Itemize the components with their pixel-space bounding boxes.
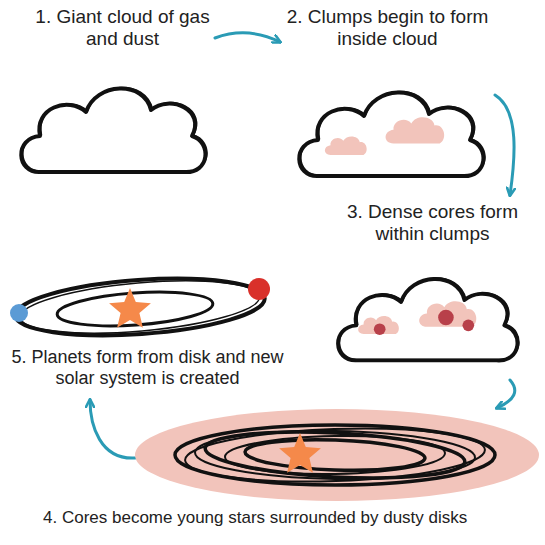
flow-arrow (495, 95, 514, 195)
step-node: 4. Cores become young stars surrounded b… (135, 408, 540, 503)
step-label: 5. Planets form from disk and new solar … (5, 347, 290, 388)
dense-core (374, 323, 386, 335)
dense-core (462, 319, 474, 331)
dusty-disk (135, 408, 540, 503)
step-label: 1. Giant cloud of gas and dust (35, 6, 210, 50)
step-node: 1. Giant cloud of gas and dust (5, 0, 215, 190)
star (109, 288, 151, 328)
planet (10, 304, 28, 322)
cloud-outline (10, 72, 210, 187)
flow-arrow (215, 33, 280, 42)
cloud-outline (327, 263, 522, 375)
flow-arrow (90, 400, 135, 458)
cloud-outline (288, 76, 488, 191)
step-node: 3. Dense cores form within clumps (325, 195, 540, 380)
gas-clump (325, 136, 367, 155)
solar-system (5, 265, 290, 345)
planet (248, 278, 270, 300)
dense-core (438, 310, 454, 326)
star (279, 433, 321, 473)
step-label: 2. Clumps begin to form inside cloud (285, 6, 490, 50)
gas-clump (386, 117, 445, 143)
flow-arrow (497, 380, 515, 408)
step-label: 3. Dense cores form within clumps (330, 201, 535, 245)
gas-clump (358, 316, 399, 334)
step-node: 5. Planets form from disk and new solar … (5, 265, 290, 400)
step-label: 4. Cores become young stars surrounded b… (43, 508, 540, 528)
step-node: 2. Clumps begin to form inside cloud (280, 0, 495, 195)
